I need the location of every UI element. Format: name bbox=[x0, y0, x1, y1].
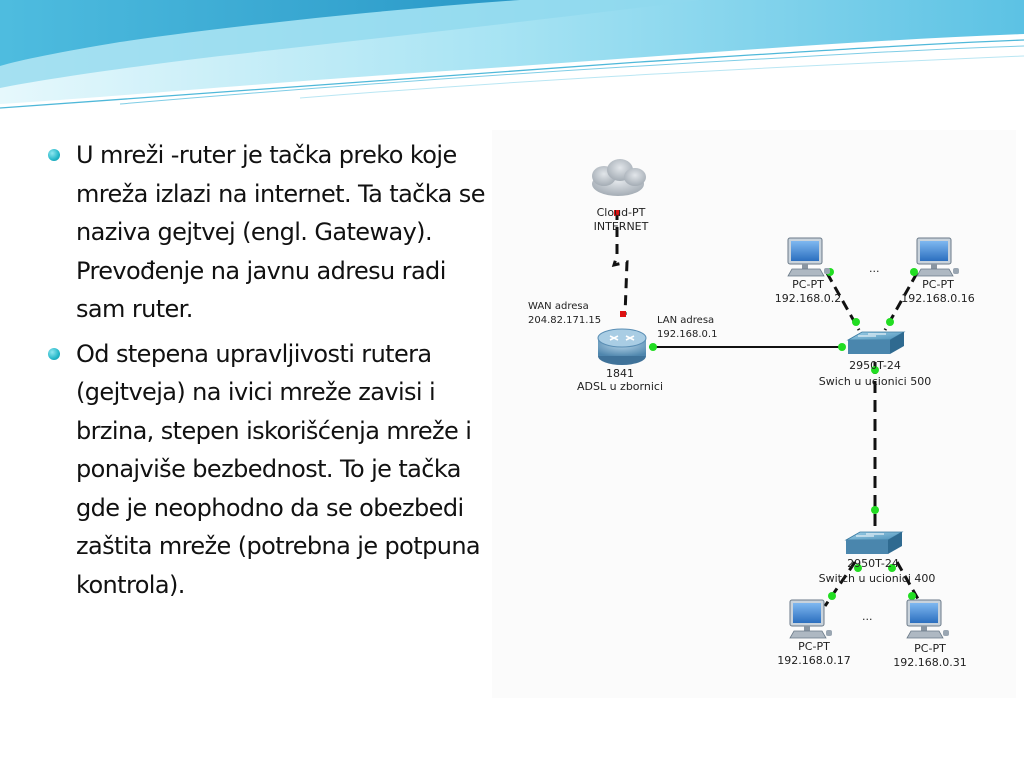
link-dot-up bbox=[871, 366, 879, 374]
link-dot-down bbox=[620, 311, 626, 317]
pc2-ip-label: 192.168.0.16 bbox=[901, 292, 974, 305]
router-model-label: 1841 bbox=[606, 367, 634, 380]
link-dot-up bbox=[854, 564, 862, 572]
link-dot-up bbox=[649, 343, 657, 351]
wave-line bbox=[119, 45, 1024, 105]
switch1-model-label: 2950T-24 bbox=[849, 359, 901, 372]
router-icon[interactable] bbox=[597, 328, 647, 365]
switch2-model-label: 2950T-24 bbox=[847, 557, 899, 570]
wan-address: 204.82.171.15 bbox=[528, 315, 601, 326]
pc-icon[interactable] bbox=[787, 237, 830, 277]
switch-icon[interactable] bbox=[844, 531, 904, 554]
switch2-name-label: Switch u ucionici 400 bbox=[819, 572, 936, 585]
switch-icon[interactable] bbox=[846, 331, 906, 354]
lan-address: 192.168.0.1 bbox=[657, 329, 717, 340]
pc3-type-label: PC-PT bbox=[798, 640, 830, 653]
link-dot-up bbox=[910, 268, 918, 276]
router-name-label: ADSL u zbornici bbox=[577, 380, 663, 393]
link-status-dots bbox=[614, 210, 918, 600]
header-wave-decoration bbox=[0, 0, 1024, 109]
pc4-type-label: PC-PT bbox=[914, 642, 946, 655]
pc-icon[interactable] bbox=[916, 237, 959, 277]
link-dot-up bbox=[852, 318, 860, 326]
bullet-item-2: Od stepena upravljivosti rutera (gejtvej… bbox=[44, 335, 490, 605]
pc1-ip-label: 192.168.0.2 bbox=[775, 292, 841, 305]
more-pcs-ellipsis: ... bbox=[869, 262, 880, 275]
pc1-type-label: PC-PT bbox=[792, 278, 824, 291]
link-dot-up bbox=[871, 506, 879, 514]
wave-line bbox=[299, 55, 1024, 99]
pc3-ip-label: 192.168.0.17 bbox=[777, 654, 850, 667]
link-cloud-router bbox=[611, 210, 629, 316]
pc-icon[interactable] bbox=[906, 599, 949, 639]
pc4-ip-label: 192.168.0.31 bbox=[893, 656, 966, 669]
cloud-icon[interactable] bbox=[592, 159, 646, 196]
bullet-item-1: U mreži -ruter je tačka preko koje mreža… bbox=[44, 136, 490, 329]
link-switch2-pc3 bbox=[823, 561, 857, 607]
switch1-name-label: Swich u ucionici 500 bbox=[819, 375, 931, 388]
pc2-type-label: PC-PT bbox=[922, 278, 954, 291]
link-switch2-pc4 bbox=[895, 561, 924, 607]
more-pcs-ellipsis: ... bbox=[862, 610, 873, 623]
link-dot-up bbox=[886, 318, 894, 326]
lan-label: LAN adresa bbox=[657, 315, 714, 326]
link-dot-up bbox=[828, 592, 836, 600]
link-dot-up bbox=[838, 343, 846, 351]
cloud-name-label: INTERNET bbox=[594, 220, 649, 233]
link-dot-down bbox=[614, 210, 620, 216]
wan-label: WAN adresa bbox=[528, 301, 589, 312]
wave-dark bbox=[0, 0, 520, 66]
cloud-type-label: Cloud-PT bbox=[597, 206, 646, 219]
link-dot-up bbox=[888, 564, 896, 572]
link-dot-up bbox=[908, 592, 916, 600]
network-diagram: Cloud-PT INTERNET WAN adresa 204.82.171.… bbox=[528, 159, 975, 669]
pc-icon[interactable] bbox=[789, 599, 832, 639]
bullet-list: U mreži -ruter je tačka preko koje mreža… bbox=[44, 136, 490, 610]
network-diagram-panel: Cloud-PT INTERNET WAN adresa 204.82.171.… bbox=[492, 130, 1016, 698]
